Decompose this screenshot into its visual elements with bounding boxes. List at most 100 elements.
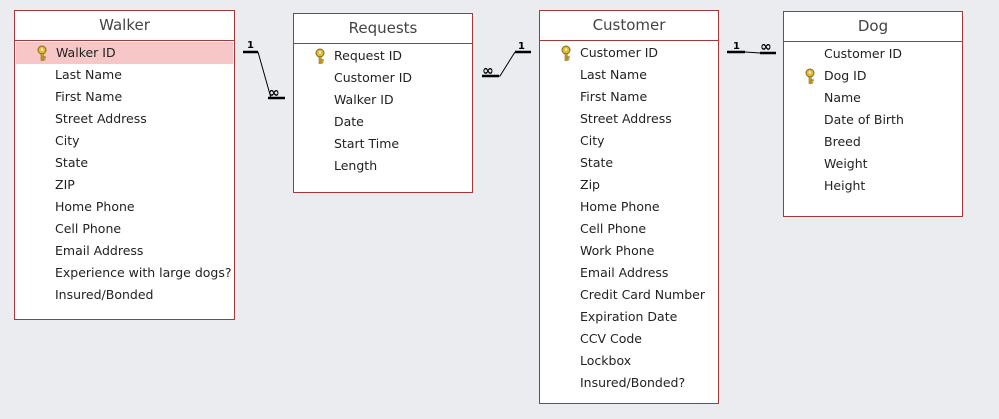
- field-label: Street Address: [580, 111, 672, 126]
- field-customer-customer-id[interactable]: Customer ID: [540, 42, 718, 64]
- field-label: First Name: [55, 89, 123, 104]
- field-customer-insured-bonded[interactable]: Insured/Bonded?: [540, 372, 718, 394]
- field-customer-lockbox[interactable]: Lockbox: [540, 350, 718, 372]
- field-label: Last Name: [580, 67, 647, 82]
- relationship-walker-requests: 1 ∞: [243, 40, 285, 101]
- field-customer-first-name[interactable]: First Name: [540, 86, 718, 108]
- field-customer-work-phone[interactable]: Work Phone: [540, 240, 718, 262]
- field-label: ZIP: [55, 177, 75, 192]
- field-walker-state[interactable]: State: [15, 152, 234, 174]
- field-customer-street-address[interactable]: Street Address: [540, 108, 718, 130]
- table-title-requests[interactable]: Requests: [294, 14, 472, 44]
- field-label: Credit Card Number: [580, 287, 705, 302]
- customer-one-marker-2: 1: [733, 41, 740, 52]
- relationship-customer-requests: 1 ∞: [482, 41, 531, 79]
- field-label: Lockbox: [580, 353, 632, 368]
- field-label: Weight: [824, 156, 868, 171]
- field-label: Cell Phone: [55, 221, 122, 236]
- field-dog-height[interactable]: Height: [784, 175, 962, 197]
- field-walker-cell-phone[interactable]: Cell Phone: [15, 218, 234, 240]
- field-label: Customer ID: [580, 45, 659, 60]
- field-label: Height: [824, 178, 866, 193]
- field-customer-zip[interactable]: Zip: [540, 174, 718, 196]
- field-label: Date: [334, 114, 364, 129]
- field-label: CCV Code: [580, 331, 642, 346]
- requests-many-marker: ∞: [268, 85, 280, 101]
- field-walker-email-address[interactable]: Email Address: [15, 240, 234, 262]
- field-label: Email Address: [580, 265, 669, 280]
- primary-key-icon: [560, 45, 574, 61]
- field-walker-city[interactable]: City: [15, 130, 234, 152]
- primary-key-icon: [36, 45, 50, 61]
- table-requests[interactable]: Requests Request ID Customer ID Walker ID D…: [293, 13, 473, 193]
- field-dog-dog-id[interactable]: Dog ID: [784, 65, 962, 87]
- field-label: Home Phone: [55, 199, 135, 214]
- walker-one-marker: 1: [247, 40, 254, 51]
- field-label: Start Time: [334, 136, 400, 151]
- field-label: City: [55, 133, 80, 148]
- field-label: Last Name: [55, 67, 122, 82]
- field-requests-length[interactable]: Length: [294, 155, 472, 177]
- field-label: Zip: [580, 177, 600, 192]
- field-label: Home Phone: [580, 199, 660, 214]
- field-requests-customer-id[interactable]: Customer ID: [294, 67, 472, 89]
- field-label: Name: [824, 90, 861, 105]
- requests-many-marker-2: ∞: [482, 63, 494, 79]
- table-title-walker[interactable]: Walker: [15, 11, 234, 41]
- field-label: Insured/Bonded: [55, 287, 154, 302]
- field-requests-walker-id[interactable]: Walker ID: [294, 89, 472, 111]
- field-dog-weight[interactable]: Weight: [784, 153, 962, 175]
- field-label: Walker ID: [334, 92, 394, 107]
- table-title-dog[interactable]: Dog: [784, 12, 962, 42]
- field-requests-start-time[interactable]: Start Time: [294, 133, 472, 155]
- field-customer-cell-phone[interactable]: Cell Phone: [540, 218, 718, 240]
- field-label: Length: [334, 158, 378, 173]
- customer-one-marker: 1: [518, 41, 525, 52]
- field-label: Customer ID: [334, 70, 413, 85]
- field-walker-street-address[interactable]: Street Address: [15, 108, 234, 130]
- field-customer-credit-card-number[interactable]: Credit Card Number: [540, 284, 718, 306]
- field-customer-city[interactable]: City: [540, 130, 718, 152]
- field-customer-email-address[interactable]: Email Address: [540, 262, 718, 284]
- field-customer-home-phone[interactable]: Home Phone: [540, 196, 718, 218]
- field-customer-ccv-code[interactable]: CCV Code: [540, 328, 718, 350]
- primary-key-icon: [804, 68, 818, 84]
- field-label: Work Phone: [580, 243, 655, 258]
- field-label: Walker ID: [56, 45, 116, 60]
- field-dog-name[interactable]: Name: [784, 87, 962, 109]
- field-label: Experience with large dogs?: [55, 265, 232, 280]
- field-label: Breed: [824, 134, 861, 149]
- field-walker-home-phone[interactable]: Home Phone: [15, 196, 234, 218]
- field-label: Request ID: [334, 48, 403, 63]
- field-dog-date-of-birth[interactable]: Date of Birth: [784, 109, 962, 131]
- field-customer-last-name[interactable]: Last Name: [540, 64, 718, 86]
- field-walker-last-name[interactable]: Last Name: [15, 64, 234, 86]
- field-requests-date[interactable]: Date: [294, 111, 472, 133]
- table-title-customer[interactable]: Customer: [540, 11, 718, 41]
- field-dog-customer-id[interactable]: Customer ID: [784, 43, 962, 65]
- field-customer-expiration-date[interactable]: Expiration Date: [540, 306, 718, 328]
- field-label: City: [580, 133, 605, 148]
- primary-key-icon: [314, 48, 328, 64]
- field-dog-breed[interactable]: Breed: [784, 131, 962, 153]
- field-walker-zip[interactable]: ZIP: [15, 174, 234, 196]
- field-walker-first-name[interactable]: First Name: [15, 86, 234, 108]
- field-label: Dog ID: [824, 68, 867, 83]
- field-walker-experience-with-large-dogs[interactable]: Experience with large dogs?: [15, 262, 234, 284]
- field-label: Expiration Date: [580, 309, 678, 324]
- field-label: Insured/Bonded?: [580, 375, 686, 390]
- field-customer-state[interactable]: State: [540, 152, 718, 174]
- field-label: First Name: [580, 89, 648, 104]
- field-requests-request-id[interactable]: Request ID: [294, 45, 472, 67]
- field-walker-walker-id[interactable]: Walker ID: [16, 42, 233, 64]
- dog-many-marker: ∞: [760, 39, 772, 55]
- field-label: State: [55, 155, 89, 170]
- field-walker-insured-bonded[interactable]: Insured/Bonded: [15, 284, 234, 306]
